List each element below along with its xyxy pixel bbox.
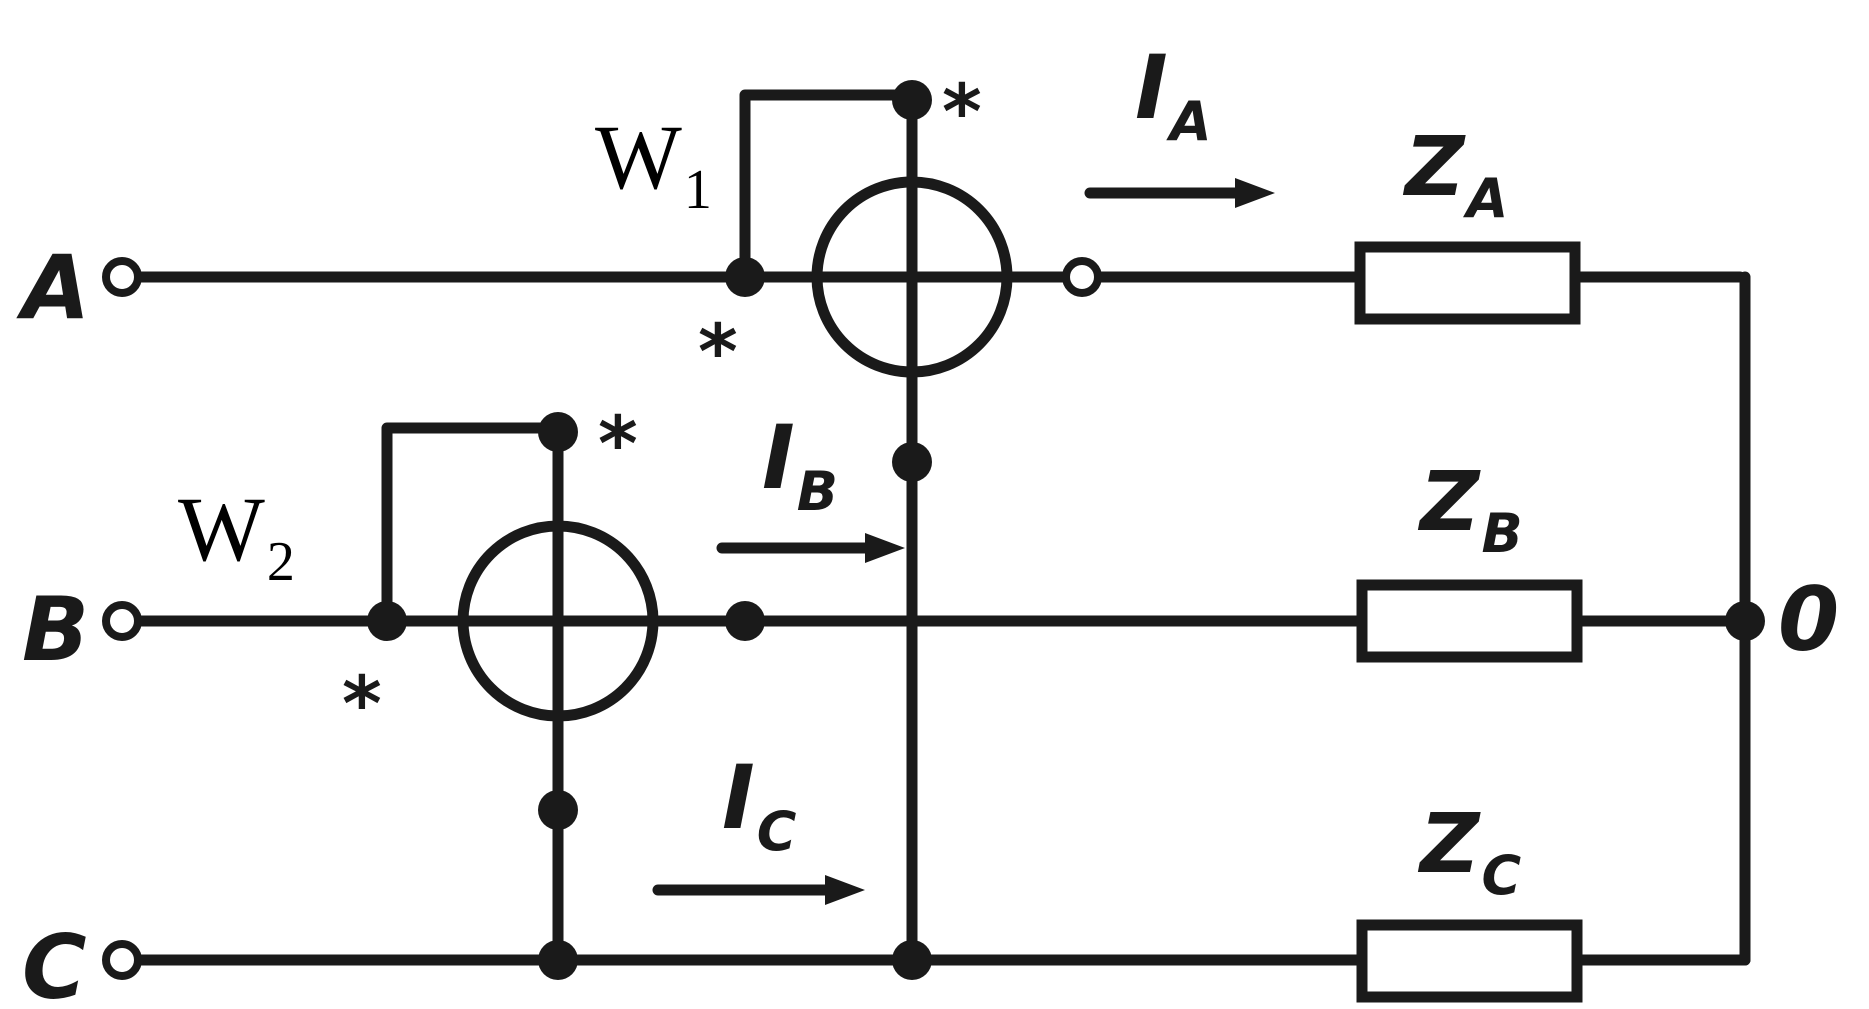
label-ib-sub: B	[797, 460, 838, 523]
label-zc-letter: Z	[1417, 797, 1481, 892]
label-zb-sub: B	[1481, 502, 1522, 565]
polarity-mark-w2-voltage: *	[598, 399, 638, 488]
terminal-c	[102, 940, 142, 980]
label-w1: W1	[595, 106, 712, 221]
junction-w2-top	[538, 412, 578, 452]
junction-c-w2	[538, 940, 578, 980]
polarity-mark-w1-current: *	[698, 307, 738, 396]
label-za-sub: A	[1462, 167, 1508, 230]
label-terminal-b: B	[22, 578, 89, 681]
label-ib-letter: I	[762, 406, 795, 509]
label-zb-letter: Z	[1417, 455, 1481, 550]
w2-meter-circle	[457, 520, 659, 722]
junction-w1-top	[892, 80, 932, 120]
arrow-ib	[716, 533, 905, 563]
label-zc: ZC	[1417, 797, 1521, 907]
label-terminal-c: C	[22, 916, 87, 1009]
junction-neutral	[1725, 601, 1765, 641]
label-ic-sub: C	[757, 800, 797, 863]
label-ic: IC	[722, 746, 797, 863]
label-za-letter: Z	[1402, 120, 1466, 215]
label-ib: IB	[762, 406, 838, 523]
terminal-w1-out	[1062, 257, 1102, 297]
arrow-ic	[652, 875, 865, 905]
label-w2-sub: 2	[267, 531, 295, 593]
label-w2-letter: W	[178, 478, 265, 580]
junction-w1-bottom	[892, 442, 932, 482]
label-w1-sub: 1	[684, 159, 712, 221]
label-ia-sub: A	[1166, 90, 1212, 153]
label-zc-sub: C	[1481, 844, 1521, 907]
junction-a-w1	[725, 257, 765, 297]
junction-w2-right	[725, 601, 765, 641]
label-zb: ZB	[1417, 455, 1523, 565]
label-za: ZA	[1402, 120, 1508, 230]
label-terminal-a: A	[16, 236, 90, 339]
arrow-ia	[1084, 178, 1275, 208]
polarity-mark-w1-voltage: *	[942, 67, 982, 156]
za-resistor	[1354, 241, 1581, 325]
terminal-b	[102, 601, 142, 641]
label-w1-letter: W	[595, 106, 682, 208]
label-ia-letter: I	[1135, 36, 1168, 139]
label-w2: W2	[178, 478, 295, 593]
zb-resistor	[1356, 579, 1583, 663]
junction-w2-bottom	[538, 790, 578, 830]
label-ia: IA	[1135, 36, 1212, 153]
label-ic-letter: I	[722, 746, 755, 849]
junction-b-w2	[367, 601, 407, 641]
junction-c-w1	[892, 940, 932, 980]
terminal-a	[102, 257, 142, 297]
label-neutral: 0	[1778, 568, 1839, 671]
polarity-mark-w2-current: *	[342, 659, 382, 748]
zc-resistor	[1356, 919, 1583, 1003]
